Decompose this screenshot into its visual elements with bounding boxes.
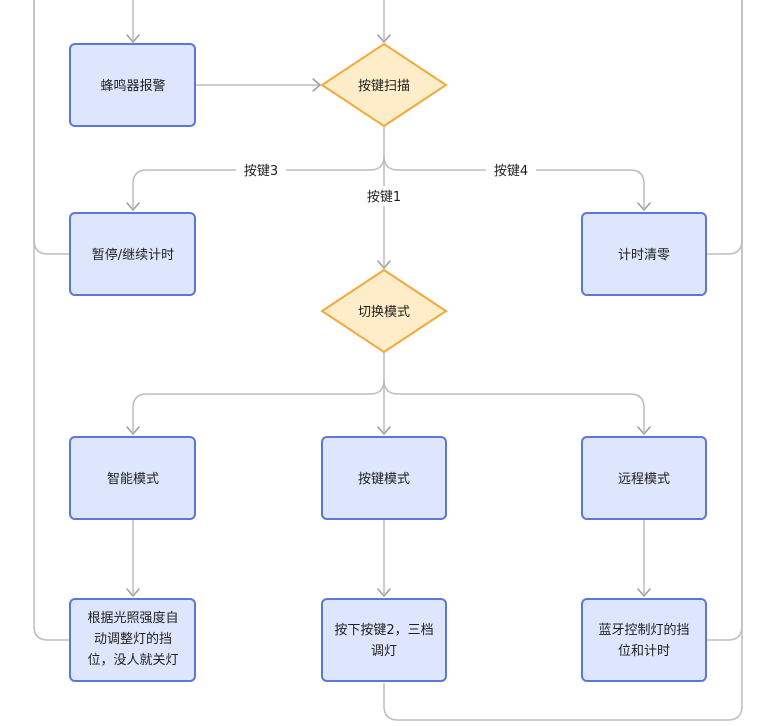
svg-text:计时清零: 计时清零: [618, 248, 670, 263]
svg-text:按键模式: 按键模式: [358, 472, 410, 487]
arrowhead: [377, 588, 391, 597]
node-remote-mode: 远程模式: [581, 436, 707, 520]
node-smart-mode: 智能模式: [69, 436, 196, 520]
edge-remote-desc-loop-right: [706, 0, 743, 641]
edge-label-key3: 按键3: [244, 164, 278, 179]
arrowhead: [377, 34, 391, 43]
svg-text:智能模式: 智能模式: [107, 472, 159, 487]
svg-text:动调整灯的挡: 动调整灯的挡: [94, 631, 172, 647]
arrowhead: [637, 426, 651, 435]
node-remote-desc: 蓝牙控制灯的挡 位和计时: [581, 598, 707, 682]
node-timer-reset: 计时清零: [581, 212, 707, 296]
node-pause-resume: 暂停/继续计时: [69, 212, 196, 296]
edge-labels: 按键3 按键4 按键1: [236, 160, 536, 206]
svg-text:按键扫描: 按键扫描: [358, 79, 410, 94]
svg-text:位和计时: 位和计时: [618, 644, 670, 659]
node-buzzer-alarm: 蜂鸣器报警: [69, 43, 196, 127]
svg-text:根据光照强度自: 根据光照强度自: [87, 610, 178, 626]
edge-timer-reset-loop-right: [706, 0, 743, 255]
arrowhead: [126, 426, 140, 435]
edge-to-timer-reset: [383, 155, 645, 208]
edge-label-key4: 按键4: [494, 164, 528, 179]
arrowhead: [126, 202, 140, 211]
node-key-desc: 按下按键2，三档 调灯: [321, 598, 447, 682]
svg-text:蓝牙控制灯的挡: 蓝牙控制灯的挡: [598, 622, 689, 638]
svg-text:位，没人就关灯: 位，没人就关灯: [87, 653, 178, 668]
edge-to-remote-mode: [383, 379, 645, 432]
decision-key-scan: 按键扫描: [320, 42, 448, 128]
arrowhead: [312, 78, 321, 92]
edge-pause-loop-left: [33, 0, 70, 255]
svg-text:暂停/继续计时: 暂停/继续计时: [92, 247, 174, 263]
arrowhead: [126, 34, 140, 43]
svg-text:蜂鸣器报警: 蜂鸣器报警: [100, 78, 165, 94]
svg-text:远程模式: 远程模式: [618, 472, 670, 487]
node-key-mode: 按键模式: [321, 436, 447, 520]
edge-smart-desc-loop-left: [33, 0, 70, 641]
arrowhead: [126, 588, 140, 597]
svg-text:切换模式: 切换模式: [358, 305, 410, 320]
svg-text:按下按键2，三档: 按下按键2，三档: [334, 623, 433, 638]
edge-key-desc-loop-bottom: [383, 0, 743, 721]
edge-label-key1: 按键1: [367, 190, 401, 205]
decision-switch-mode: 切换模式: [320, 268, 448, 354]
arrowhead: [377, 426, 391, 435]
arrowhead: [637, 588, 651, 597]
edge-to-smart-mode: [132, 379, 385, 432]
edge-to-pause: [132, 155, 385, 208]
connectors: [33, 0, 743, 721]
arrowhead: [377, 260, 391, 269]
svg-text:调灯: 调灯: [371, 644, 397, 659]
arrowheads: [126, 34, 651, 597]
arrowhead: [637, 202, 651, 211]
node-smart-desc: 根据光照强度自 动调整灯的挡 位，没人就关灯: [69, 598, 196, 682]
